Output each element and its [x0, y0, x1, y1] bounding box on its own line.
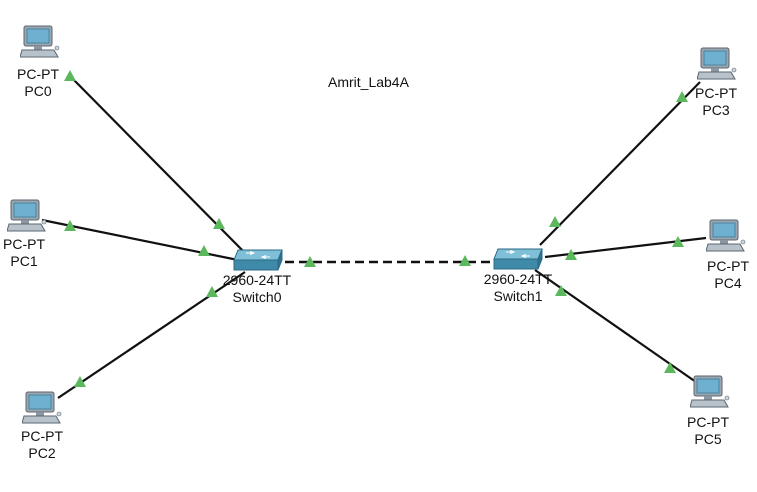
device-name: Switch0	[232, 289, 282, 305]
device-name: PC1	[10, 253, 38, 269]
device-name: PC0	[24, 83, 52, 99]
link-pc3-sw1[interactable]	[539, 81, 701, 246]
link-up-indicator	[213, 218, 225, 229]
device-model: 2960-24TT	[483, 271, 553, 287]
workspace-title: Amrit_Lab4A	[328, 74, 409, 90]
device-model: PC-PT	[707, 258, 749, 274]
link-up-indicator	[64, 220, 76, 231]
pc-icon-pc4[interactable]	[706, 219, 746, 252]
pc-icon-pc3[interactable]	[697, 47, 737, 80]
link-up-indicator	[555, 285, 567, 296]
link-up-indicator	[74, 376, 86, 387]
link-up-indicator	[672, 236, 684, 247]
pc-icon-pc0[interactable]	[20, 25, 60, 58]
device-model: PC-PT	[687, 414, 729, 430]
switch-icon-sw1[interactable]	[493, 248, 543, 270]
device-name: PC4	[714, 275, 742, 291]
link-up-indicator	[206, 286, 218, 297]
link-up-indicator	[664, 362, 676, 373]
device-model: PC-PT	[3, 236, 45, 252]
device-name: PC2	[28, 445, 56, 461]
device-model: PC-PT	[17, 66, 59, 82]
link-up-indicator	[304, 256, 316, 267]
link-up-indicator	[459, 255, 471, 266]
device-name: PC3	[702, 102, 730, 118]
switch-icon-sw0[interactable]	[233, 249, 283, 271]
link-up-indicator	[676, 91, 688, 102]
device-model: PC-PT	[695, 85, 737, 101]
link-up-indicator	[198, 245, 210, 256]
device-model: PC-PT	[21, 428, 63, 444]
link-up-indicator	[64, 70, 76, 81]
device-model: 2960-24TT	[222, 272, 292, 288]
pc-icon-pc5[interactable]	[690, 375, 730, 408]
pc-icon-pc1[interactable]	[7, 199, 47, 232]
device-name: Switch1	[493, 288, 543, 304]
pc-icon-pc2[interactable]	[22, 391, 62, 424]
device-name: PC5	[694, 431, 722, 447]
link-up-indicator	[565, 249, 577, 260]
link-up-indicator	[549, 216, 561, 227]
